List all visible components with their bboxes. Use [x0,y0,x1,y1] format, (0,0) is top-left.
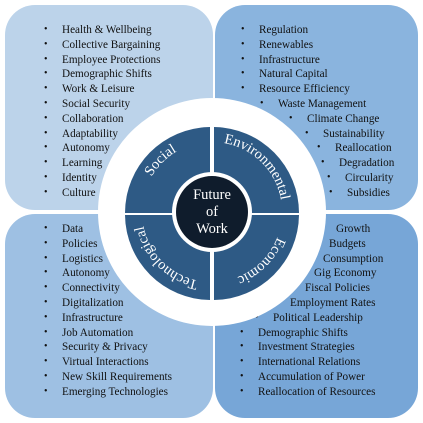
technological-item: Logistics [44,252,172,267]
environmental-item: Resource Efficiency [241,82,394,97]
economic-item: International Relations [240,355,383,370]
social-list: Health & Wellbeing Collective Bargaining… [44,23,161,201]
environmental-item: Climate Change [289,112,394,127]
technological-item: Digitalization [44,296,172,311]
environmental-item: Sustainability [305,127,394,142]
social-item: Autonomy [44,141,161,156]
social-item: Adaptability [44,127,161,142]
economic-item: Demographic Shifts [240,326,383,341]
environmental-item: Circularity [327,171,394,186]
technological-item: Connectivity [44,281,172,296]
center-title-line1: Future [193,187,231,203]
social-item: Employee Protections [44,53,160,68]
technological-item: Virtual Interactions [44,355,172,370]
center-title-line3: Work [196,221,229,237]
economic-item: Reallocation of Resources [240,385,383,400]
technological-item: Security & Privacy [44,340,172,355]
environmental-item: Reallocation [317,141,394,156]
environmental-item: Infrastructure [241,53,394,68]
social-item: Identity [44,171,161,186]
social-item: Collaboration [44,112,161,127]
social-item: Culture [44,186,161,201]
social-item: Demographic Shifts [44,67,161,82]
social-item: Social Security [44,97,161,112]
center-title-line2: of [206,204,218,220]
environmental-item: Degradation [321,156,394,171]
environmental-item: Regulation [241,23,394,38]
center-circle [176,176,248,248]
environmental-item: Subsidies [329,186,394,201]
economic-list: Growth Budgets Consumption Gig Economy F… [240,222,383,400]
social-item: Learning [44,156,161,171]
technological-item: New Skill Requirements [44,370,172,385]
social-item: Health & Wellbeing [44,23,161,38]
technological-item: Emerging Technologies [44,385,172,400]
technological-item: Job Automation [44,326,172,341]
environmental-item: Waste Management [260,97,394,112]
social-item: Collective Bargaining [44,38,161,53]
economic-item: Political Leadership [255,311,383,326]
technological-item: Data [44,222,172,237]
environmental-item: Renewables [241,38,394,53]
economic-item: Accumulation of Power [240,370,383,385]
social-item: Work & Leisure [44,82,161,97]
technological-item: Autonomy [44,266,172,281]
environmental-item: Natural Capital [241,67,394,82]
technological-list: Data Policies Logistics Autonomy Connect… [44,222,172,400]
environmental-list: Regulation Renewables Infrastructure Nat… [241,23,394,201]
technological-item: Policies [44,237,172,252]
technological-item: Infrastructure [44,311,172,326]
economic-item: Investment Strategies [240,340,383,355]
